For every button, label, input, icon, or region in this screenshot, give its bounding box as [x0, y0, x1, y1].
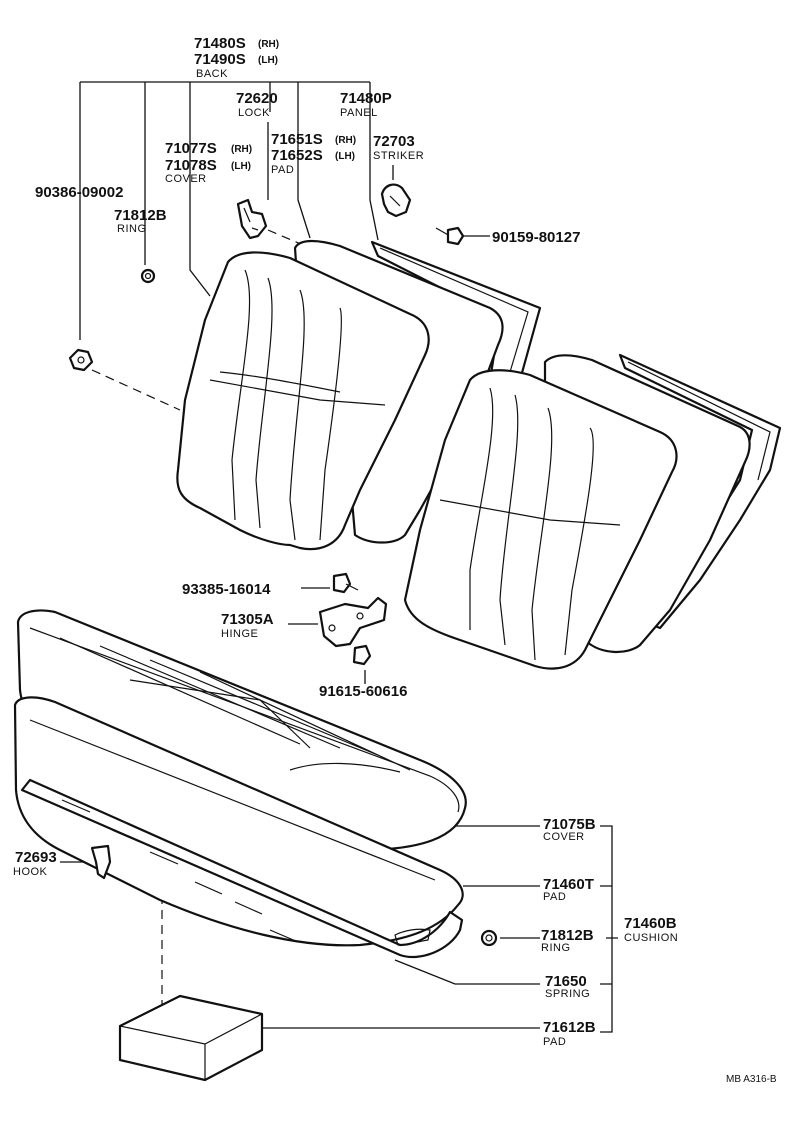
label-back-name: BACK — [196, 68, 228, 80]
label-hinge-no: 71305A — [221, 611, 274, 628]
back-cover-right — [403, 369, 678, 670]
label-cushion-pad-name: PAD — [543, 891, 566, 903]
lock — [236, 198, 268, 240]
label-cushion-cover-no: 71075B — [543, 816, 596, 833]
label-pad-lh: 71652S — [271, 147, 323, 164]
hook — [90, 844, 112, 880]
pad-block — [118, 994, 264, 1082]
label-ring-bottom-no: 71812B — [541, 927, 594, 944]
label-cushion-no: 71460B — [624, 915, 677, 932]
label-bolt-91615: 91615-60616 — [319, 683, 407, 700]
label-cover-lh-tag: (LH) — [231, 161, 251, 172]
label-panel-no: 71480P — [340, 90, 392, 107]
label-cover-lh: 71078S — [165, 157, 217, 174]
label-back-lh-tag: (LH) — [258, 55, 278, 66]
label-pad-lh-tag: (LH) — [335, 151, 355, 162]
ring-top — [140, 268, 156, 284]
label-cushion-pad-no: 71460T — [543, 876, 594, 893]
label-cover-rh-tag: (RH) — [231, 144, 252, 155]
cushion-pad — [13, 696, 464, 947]
label-spring-no: 71650 — [545, 973, 587, 990]
bolt-90159 — [435, 226, 465, 246]
label-bolt-90386: 90386-09002 — [35, 184, 123, 201]
back-cover-left — [176, 251, 430, 551]
bolt-93385 — [332, 572, 359, 594]
cushion-cover — [16, 609, 467, 852]
hinge — [318, 596, 388, 648]
label-pad-block-name: PAD — [543, 1036, 566, 1048]
label-ring-bottom-name: RING — [541, 942, 571, 954]
label-hook-no: 72693 — [15, 849, 57, 866]
label-pad-block-no: 71612B — [543, 1019, 596, 1036]
label-pad-rh: 71651S — [271, 131, 323, 148]
label-spring-name: SPRING — [545, 988, 590, 1000]
label-back-rh-tag: (RH) — [258, 39, 279, 50]
label-panel-name: PANEL — [340, 107, 378, 119]
label-back-rh: 71480S — [194, 35, 246, 52]
label-back-lh: 71490S — [194, 51, 246, 68]
bolt-90386 — [68, 348, 94, 372]
ring-bottom — [480, 929, 498, 947]
label-striker-name: STRIKER — [373, 150, 424, 162]
label-cover-name: COVER — [165, 173, 207, 185]
label-ring-top-no: 71812B — [114, 207, 167, 224]
labels: 71480S (RH) 71490S (LH) BACK 72620 LOCK … — [13, 35, 777, 1085]
striker — [380, 183, 412, 218]
label-striker-no: 72703 — [373, 133, 415, 150]
label-pad-name: PAD — [271, 164, 294, 176]
label-cover-rh: 71077S — [165, 140, 217, 157]
label-hook-name: HOOK — [13, 866, 48, 878]
reference-code: MB A316-B — [726, 1074, 777, 1085]
label-bolt-93385: 93385-16014 — [182, 581, 271, 598]
label-ring-top-name: RING — [117, 223, 147, 235]
label-cushion-cover-name: COVER — [543, 831, 585, 843]
label-bolt-90159: 90159-80127 — [492, 229, 580, 246]
bolt-91615 — [352, 644, 372, 666]
label-lock-no: 72620 — [236, 90, 278, 107]
label-pad-rh-tag: (RH) — [335, 135, 356, 146]
label-lock-name: LOCK — [238, 107, 270, 119]
label-cushion-name: CUSHION — [624, 932, 678, 944]
label-hinge-name: HINGE — [221, 628, 258, 640]
cushion-spring — [20, 778, 464, 959]
